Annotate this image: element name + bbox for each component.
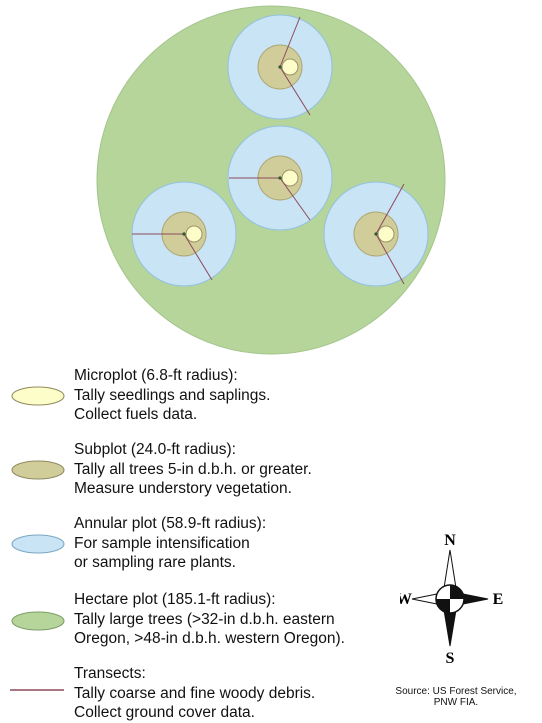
plot-center [278, 65, 282, 69]
transects-line-2: Tally coarse and fine woody debris. [74, 684, 316, 702]
plot-layout-diagram [96, 5, 446, 355]
annular-line-2: For sample intensification [74, 534, 250, 552]
transect-swatch [10, 689, 64, 691]
transect [279, 177, 311, 221]
transect [183, 233, 213, 281]
transects-title: Transects: [74, 665, 146, 682]
microplot-legend: Microplot (6.8-ft radius): Tally seedlin… [74, 366, 270, 425]
compass-e-label: E [493, 591, 504, 608]
hectare-line-3: Oregon, >48-in d.b.h. western Oregon). [74, 630, 345, 647]
transects-legend: Transects: Tally coarse and fine woody d… [74, 664, 315, 723]
transect [375, 233, 405, 285]
subplot-legend: Subplot (24.0-ft radius): Tally all tree… [74, 440, 312, 499]
compass-s-label: S [446, 650, 455, 667]
microplot-swatch [11, 386, 65, 406]
plot-center [182, 232, 186, 236]
compass-rose-icon: N S W E [400, 532, 504, 667]
source-line-2: PNW FIA. [433, 697, 479, 708]
source-line-1: Source: US Forest Service, [395, 686, 517, 697]
subplot-line-2: Tally all trees 5-in d.b.h. or greater. [74, 460, 312, 478]
microplot-line-2: Tally seedlings and saplings. [74, 386, 271, 404]
hectare-swatch [11, 611, 65, 631]
hectare-line-2: Tally large trees (>32-in d.b.h. eastern [74, 610, 335, 628]
subplot-cluster-north [227, 14, 333, 120]
subplot-line-3: Measure understory vegetation. [74, 480, 292, 497]
transect [375, 183, 405, 235]
annular-line-3: or sampling rare plants. [74, 554, 236, 571]
plot-center [278, 176, 282, 180]
subplot-cluster-center [227, 125, 333, 231]
annular-swatch [11, 534, 65, 554]
microplot [281, 58, 299, 76]
hectare-legend: Hectare plot (185.1-ft radius): Tally la… [74, 590, 345, 649]
plot-center [374, 232, 378, 236]
microplot [377, 225, 395, 243]
subplot-cluster-southeast [323, 181, 429, 287]
annular-legend: Annular plot (58.9-ft radius): For sampl… [74, 514, 266, 573]
hectare-title: Hectare plot (185.1-ft radius): [74, 591, 276, 608]
transects-line-3: Collect ground cover data. [74, 704, 255, 721]
compass-n-label: N [444, 532, 456, 549]
microplot-title: Microplot (6.8-ft radius): [74, 367, 238, 384]
transect [279, 16, 301, 68]
annular-title: Annular plot (58.9-ft radius): [74, 515, 267, 532]
subplot-swatch [11, 460, 65, 480]
transect [279, 66, 311, 116]
subplot-title: Subplot (24.0-ft radius): [74, 441, 236, 458]
microplot [185, 225, 203, 243]
subplot-cluster-southwest [131, 181, 237, 287]
source-credit: Source: US Forest Service, PNW FIA. [370, 686, 542, 708]
compass-w-label: W [400, 591, 412, 608]
microplot [281, 169, 299, 187]
microplot-line-3: Collect fuels data. [74, 406, 198, 423]
